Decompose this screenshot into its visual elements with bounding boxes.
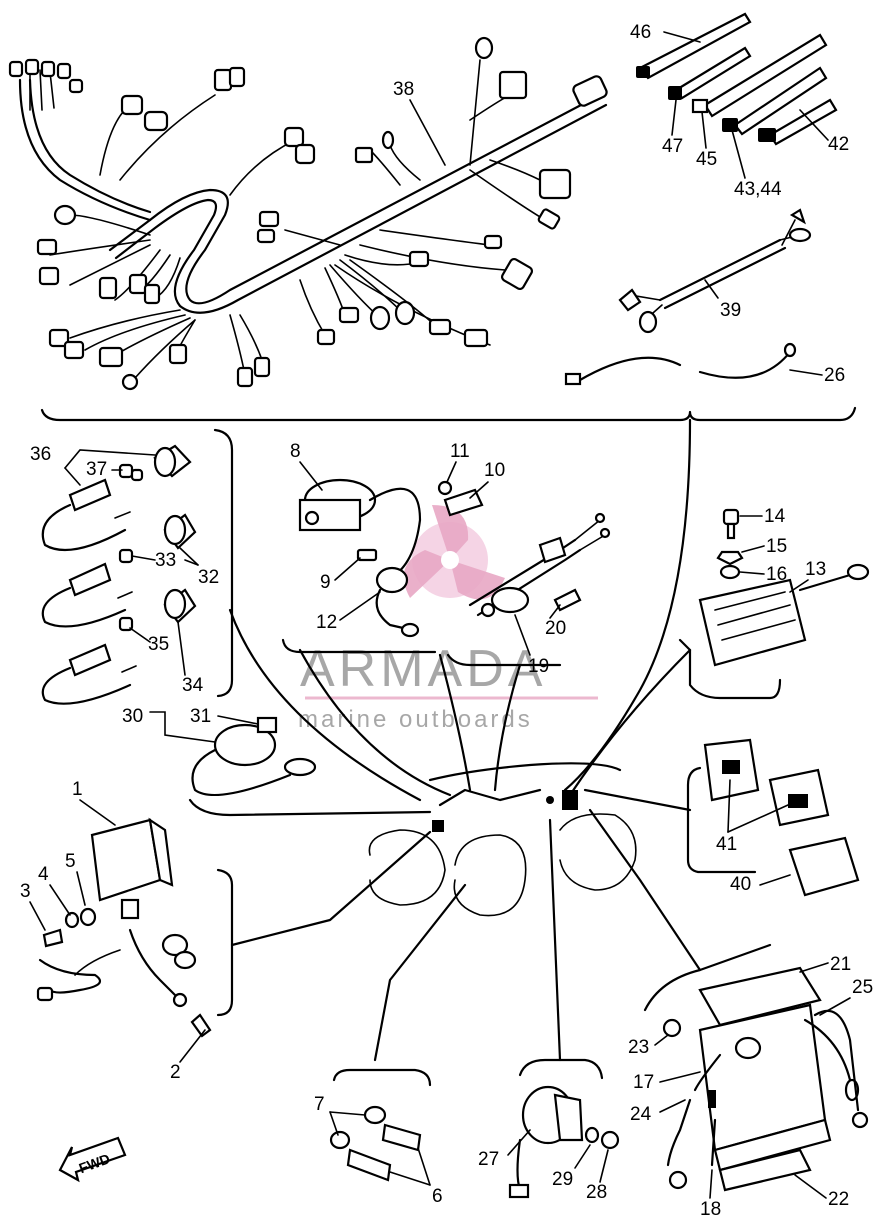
callout-13: 13: [805, 559, 826, 580]
callout-37: 37: [86, 459, 107, 480]
callout-18: 18: [700, 1199, 721, 1220]
armada-logo: [403, 505, 505, 600]
callout-7: 7: [314, 1094, 325, 1115]
sensor-group-32-37: [41, 428, 234, 705]
callout-15: 15: [766, 536, 787, 557]
callout-5: 5: [65, 851, 76, 872]
callout-27: 27: [478, 1149, 499, 1170]
callout-24: 24: [630, 1104, 652, 1125]
switch-group-27-29: [508, 1058, 620, 1199]
callout-43-44: 43,44: [734, 179, 782, 200]
callout-40: 40: [730, 874, 751, 895]
callout-39: 39: [720, 300, 741, 321]
switch-30-31: [188, 716, 432, 817]
cdi-unit: [36, 817, 234, 1038]
battery-box-group: [643, 943, 869, 1192]
callout-38: 38: [393, 79, 414, 100]
callout-3: 3: [20, 881, 31, 902]
fwd-arrow-icon: FWD: [58, 1136, 127, 1183]
lead-wire-26: [564, 342, 797, 386]
callout-10: 10: [484, 460, 505, 481]
callout-20: 20: [545, 618, 566, 639]
fitting-group-6-7: [329, 1068, 432, 1182]
watermark-title: ARMADA: [300, 640, 546, 698]
callout-31: 31: [190, 706, 211, 727]
callout-45: 45: [696, 149, 717, 170]
sub-harness-39: [618, 208, 812, 334]
callout-42: 42: [828, 134, 849, 155]
callout-9: 9: [320, 572, 331, 593]
callout-33: 33: [155, 550, 176, 571]
callout-25: 25: [852, 977, 873, 998]
callout-36: 36: [30, 444, 51, 465]
ignition-coil-group: [281, 478, 484, 654]
callout-32: 32: [198, 567, 219, 588]
cable-ties: [636, 12, 838, 146]
rectifier-group: [678, 508, 870, 700]
watermark-subtitle: marine outboards: [298, 706, 533, 733]
callout-16: 16: [766, 564, 787, 585]
callout-14: 14: [764, 506, 786, 527]
callout-6: 6: [432, 1186, 443, 1207]
main-wire-harness: [8, 36, 608, 391]
callout-12: 12: [316, 612, 337, 633]
callout-19: 19: [528, 656, 549, 677]
callout-11: 11: [450, 441, 470, 462]
callout-17: 17: [633, 1072, 654, 1093]
callout-23: 23: [628, 1037, 649, 1058]
callout-35: 35: [148, 634, 169, 655]
callout-1: 1: [72, 779, 83, 800]
callout-2: 2: [170, 1062, 181, 1083]
callout-29: 29: [552, 1169, 573, 1190]
connector-covers: [686, 738, 860, 897]
callout-34: 34: [182, 675, 204, 696]
callout-8: 8: [290, 441, 301, 462]
callout-28: 28: [586, 1182, 607, 1203]
callout-47: 47: [662, 136, 683, 157]
callout-labels: 1 2 3 4 5 6 7 8 9 10 11 12 13 14 15 16 1…: [20, 22, 873, 1220]
leader-lines: [228, 418, 702, 1062]
callout-4: 4: [38, 864, 49, 885]
coil-19-20: [446, 512, 611, 667]
callout-30: 30: [122, 706, 143, 727]
harness-group-bracket: [40, 406, 857, 422]
callout-22: 22: [828, 1189, 849, 1210]
callout-46: 46: [630, 22, 651, 43]
callout-21: 21: [830, 954, 851, 975]
callout-41: 41: [716, 834, 737, 855]
engine-outline: [368, 762, 637, 917]
callout-26: 26: [824, 365, 845, 386]
